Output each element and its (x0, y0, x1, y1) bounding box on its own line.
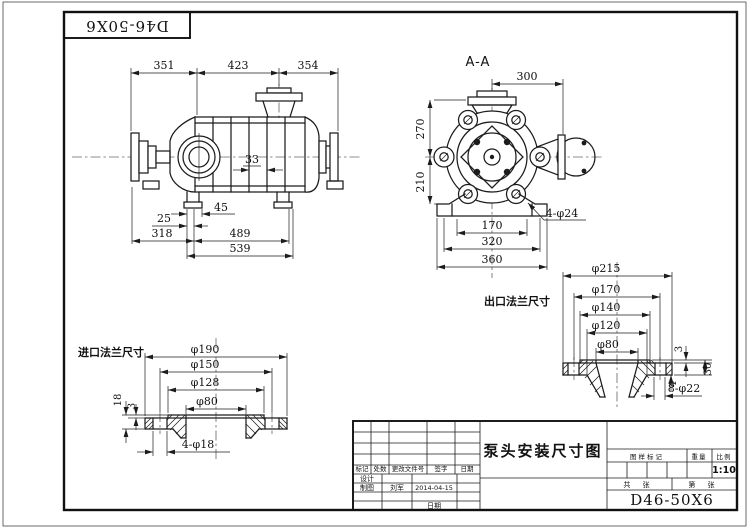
title-block: 标记 处数 更改文件号 签字 日期 设计 制图 刘军 2014-04-15 日期… (352, 420, 738, 511)
draft-date: 2014-04-15 (415, 484, 453, 492)
dim-d80: φ80 (196, 395, 218, 408)
inlet-hatch (144, 414, 288, 439)
dim-354: 354 (298, 59, 319, 72)
scale-label: 比例 (717, 452, 732, 461)
dim-18: 18 (113, 394, 124, 407)
inlet-flange-label: 进口法兰尺寸 (78, 345, 144, 359)
date-label: 日期 (427, 502, 441, 510)
pump-section-view: A-A (414, 55, 602, 278)
dim-45: 45 (214, 201, 228, 214)
outlet-flange-detail: 出口法兰尺寸 φ215 φ170 φ140 φ120 φ80 (484, 262, 714, 408)
pump-side-view: 351 423 354 33 45 25 318 489 539 (72, 59, 362, 259)
dim-25: 25 (157, 212, 171, 225)
corner-title-box: D46-50X6 (63, 11, 191, 39)
dim-489: 489 (230, 227, 251, 240)
weight-label: 重量 (692, 453, 707, 461)
dim-d190: φ190 (191, 343, 220, 356)
rev-header-count: 处数 (374, 464, 388, 473)
rev-header-file: 更改文件号 (392, 464, 425, 473)
dim-318: 318 (152, 227, 173, 240)
drawing-title: 泵头安装尺寸图 (483, 442, 602, 460)
dim-33: 33 (245, 153, 259, 166)
dim-210: 210 (414, 172, 427, 193)
dim-423: 423 (228, 59, 249, 72)
dim-270: 270 (414, 119, 427, 140)
draft-name: 刘军 (390, 483, 404, 492)
dim-320: 320 (482, 235, 503, 248)
dim-d150: φ150 (191, 358, 220, 371)
dim-300: 300 (517, 70, 538, 83)
rev-header-sign: 签字 (435, 464, 449, 473)
scale-value: 1:10 (712, 465, 736, 476)
bolt-note-4x18: 4-φ18 (182, 438, 214, 451)
bolt-note-4x24: 4-φ24 (546, 207, 578, 220)
dim-d128: φ128 (191, 376, 220, 389)
dim-170: 170 (482, 219, 503, 232)
dim-360: 360 (482, 253, 503, 266)
outlet-hatch (562, 359, 673, 393)
design-label: 设计 (360, 474, 374, 483)
sheet-no-label: 第 张 (688, 480, 719, 489)
rev-header-date: 日期 (461, 465, 475, 473)
model-number: D46-50X6 (630, 491, 714, 509)
section-label: A-A (466, 55, 491, 70)
dim-d170: φ170 (592, 283, 621, 296)
sheet-total-label: 共 张 (623, 480, 654, 489)
dim-d120: φ120 (592, 319, 621, 332)
rev-header-mark: 标记 (356, 464, 370, 473)
dim-step-4: 4 (668, 381, 679, 387)
dim-d215: φ215 (592, 262, 621, 275)
dim-face-3: 3 (127, 403, 138, 409)
outlet-flange-label: 出口法兰尺寸 (484, 294, 550, 308)
dim-30: 30 (703, 363, 714, 376)
corner-model-label: D46-50X6 (85, 17, 169, 35)
bolt-note-8x22: 8-φ22 (668, 382, 700, 395)
dim-d140: φ140 (592, 301, 621, 314)
dim-351: 351 (154, 59, 175, 72)
draft-label: 制图 (360, 483, 374, 492)
dim-539: 539 (230, 242, 251, 255)
dim-d80-out: φ80 (597, 338, 619, 351)
mark-label: 图样标记 (630, 452, 664, 461)
dim-face-3-out: 3 (674, 346, 685, 352)
inlet-flange-detail: 进口法兰尺寸 φ190 φ150 φ128 φ80 (78, 338, 288, 460)
